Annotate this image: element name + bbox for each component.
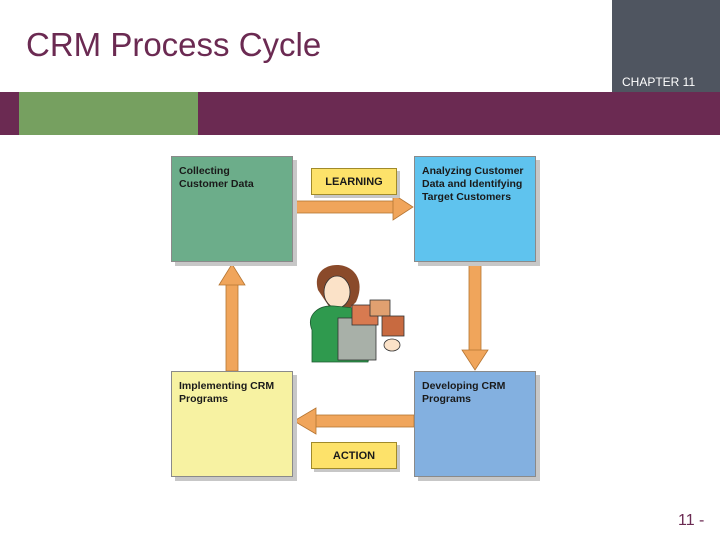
arrow-right-down [461,262,489,371]
box-developing-line: Developing CRM [422,380,506,392]
box-developing-line: Programs [422,392,472,405]
page-number: 11 - [678,512,705,529]
box-analyzing-line: Data and Identifying [422,177,523,190]
arrow-left-up [218,263,246,372]
person-with-packages-illustration [310,265,405,363]
box-implementing-crm-programs: Implementing CRM Programs [171,371,293,477]
box-implementing-line: Programs [179,392,229,405]
chapter-panel [612,0,720,92]
box-developing-label: Developing CRM Programs [422,380,534,406]
learning-tag: LEARNING [311,168,397,195]
box-developing-crm-programs: Developing CRM Programs [414,371,536,477]
box-analyzing-customer-data: Analyzing Customer Data and Identifying … [414,156,536,262]
box-collecting-customer-data: Collecting Customer Data [171,156,293,262]
arrow-learning [292,193,414,221]
box-analyzing-line: Analyzing Customer [422,165,524,177]
action-tag: ACTION [311,442,397,469]
learning-tag-label: LEARNING [325,175,383,188]
header-band-accent [19,92,198,135]
arrow-action [293,407,415,435]
box-implementing-label: Implementing CRM Programs [179,380,291,406]
action-tag-label: ACTION [332,449,376,462]
box-collecting-line: Customer Data [179,177,254,190]
box-implementing-line: Implementing CRM [179,380,275,392]
box-analyzing-line: Target Customers [422,190,512,203]
slide-title: CRM Process Cycle [26,26,322,63]
box-analyzing-label: Analyzing Customer Data and Identifying … [422,165,534,203]
box-collecting-label: Collecting Customer Data [179,165,291,191]
box-collecting-line: Collecting [179,165,230,177]
chapter-label: CHAPTER 11 [622,75,696,89]
